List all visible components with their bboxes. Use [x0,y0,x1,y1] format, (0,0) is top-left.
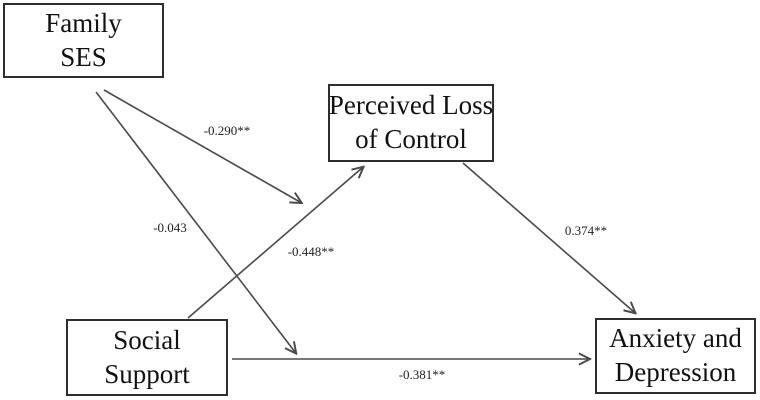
coefficient-perceived-loss-to-anxiety: 0.374** [564,223,608,238]
node-social-support-line1: Social [113,324,181,355]
node-family-ses-line1: Family [45,7,122,38]
coefficient-support-to-perceived-loss: -0.448** [287,244,335,259]
node-perceived-loss-line2: of Control [355,124,467,154]
node-anxiety-line1: Anxiety and [609,323,742,354]
node-family-ses-line2: SES [60,41,107,72]
arrow-support-to-perceived-loss [187,168,362,319]
node-family-ses: Family SES [3,3,164,78]
node-perceived-loss-of-control: Perceived Loss of Control [328,84,494,162]
arrow-ses-to-anxiety [95,91,295,352]
node-social-support: Social Support [66,319,228,396]
arrow-perceived-loss-to-anxiety [462,162,634,312]
coefficient-ses-to-perceived-loss: -0.290** [203,123,251,138]
coefficient-support-to-anxiety: -0.381** [398,367,446,382]
node-social-support-line2: Support [104,358,190,389]
node-perceived-loss-line1: Perceived Loss [328,90,494,121]
node-anxiety-line2: Depression [614,357,737,387]
node-anxiety-and-depression: Anxiety and Depression [595,318,756,394]
coefficient-ses-to-anxiety: -0.043 [153,220,187,235]
arrow-ses-to-perceived-loss [103,89,300,202]
